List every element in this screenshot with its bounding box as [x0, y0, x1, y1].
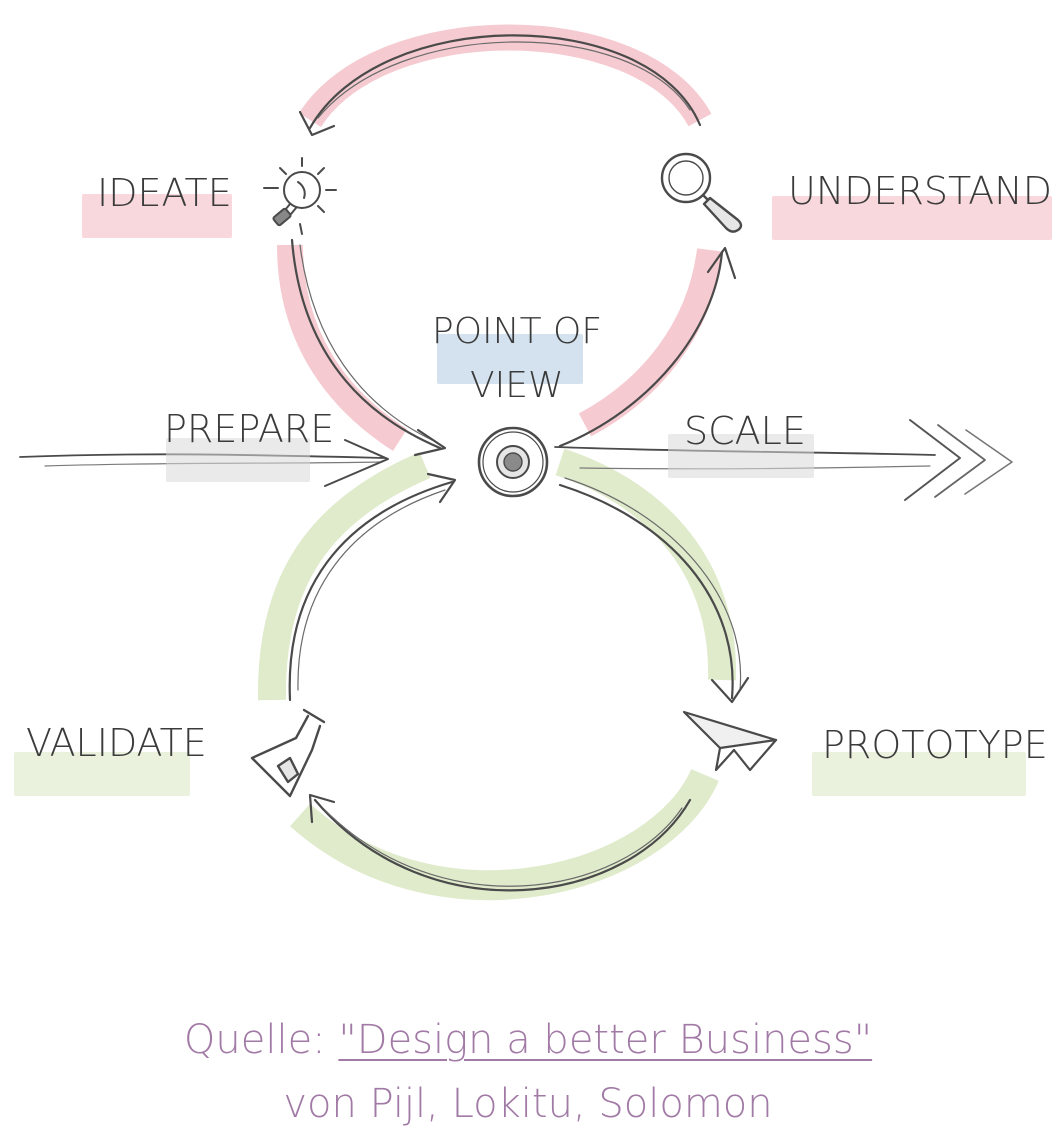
- understand-label: UNDERSTAND: [788, 169, 1052, 213]
- upper-arc-arrowhead: [298, 110, 336, 137]
- prototype-arrowhead: [710, 676, 750, 704]
- magnifier-icon: [660, 152, 743, 233]
- point-of-view-label-line1: POINT OF: [432, 311, 603, 352]
- lower-loop-band-left: [257, 452, 431, 701]
- point-of-view-label-line2: VIEW: [470, 365, 564, 406]
- lower-loop-band-right: [555, 448, 737, 681]
- scale-label: SCALE: [684, 409, 806, 453]
- validate-arrowhead: [308, 793, 336, 824]
- ideate-highlight: [82, 194, 232, 238]
- source-credit-line1: Quelle: "Design a better Business": [0, 1020, 1056, 1060]
- prototype-highlight: [812, 752, 1026, 796]
- upper-loop-band-right: [578, 248, 723, 437]
- target-icon: [477, 426, 549, 498]
- prepare-arrowhead: [324, 439, 389, 487]
- scale-chevron-1: [904, 419, 961, 501]
- validate-to-center-stroke: [288, 480, 454, 702]
- center-to-understand-stroke: [558, 250, 724, 448]
- lightbulb-icon: [263, 157, 337, 235]
- scale-chevron-2: [934, 424, 986, 498]
- validate-label: VALIDATE: [26, 721, 207, 765]
- scale-chevron-3: [964, 429, 1013, 495]
- source-credit-title-link[interactable]: "Design a better Business": [338, 1017, 873, 1063]
- upper-arc-stroke: [308, 34, 702, 130]
- ideate-to-center-stroke: [290, 238, 442, 450]
- prototype-to-validate-stroke: [313, 798, 692, 892]
- understand-highlight: [772, 196, 1052, 240]
- prepare-highlight: [166, 438, 310, 482]
- paper-plane-icon: [682, 710, 778, 772]
- source-credit-line2: von Pijl, Lokitu, Solomon: [283, 1081, 773, 1127]
- prepare-label: PREPARE: [164, 407, 335, 451]
- source-credit-prefix: Quelle:: [183, 1017, 339, 1063]
- flask-icon: [250, 708, 326, 798]
- scale-highlight: [668, 434, 814, 478]
- ideate-label: IDEATE: [97, 171, 232, 215]
- validate-highlight: [14, 752, 190, 796]
- understand-arrowhead: [706, 246, 737, 280]
- validate-to-center-stroke-2: [297, 489, 446, 691]
- lower-loop-band-bottom: [290, 768, 719, 901]
- center-to-prototype-stroke-2: [564, 477, 742, 691]
- center-to-prototype-stroke: [558, 483, 734, 700]
- center-arrowhead-upper: [413, 428, 447, 457]
- upper-loop-band: [299, 24, 712, 128]
- point-of-view-highlight: [437, 334, 583, 384]
- upper-loop-band-left: [277, 244, 408, 451]
- prototype-to-validate-stroke-2: [324, 807, 683, 887]
- center-arrowhead-lower: [426, 472, 457, 504]
- prototype-label: PROTOTYPE: [822, 723, 1048, 767]
- upper-arc-stroke-2: [317, 41, 691, 119]
- ideate-to-center-stroke-2: [299, 244, 433, 441]
